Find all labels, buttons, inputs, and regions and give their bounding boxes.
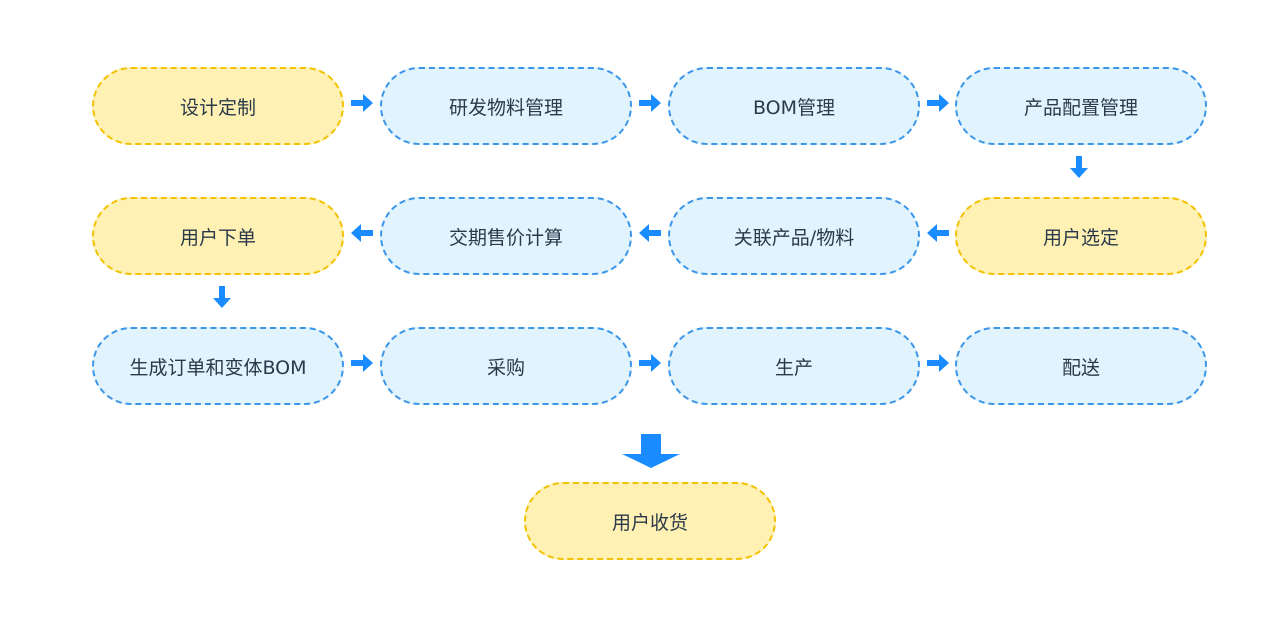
node-user-order: 用户下单 [92,197,344,275]
node-shipping: 配送 [955,327,1207,405]
node-production: 生产 [668,327,920,405]
node-receive: 用户收货 [524,482,776,560]
node-bom: BOM管理 [668,67,920,145]
node-label: BOM管理 [752,96,836,119]
node-link-product: 关联产品/物料 [668,197,920,275]
arrow-down-icon [1067,155,1091,179]
big-arrow-down-icon [622,434,680,468]
node-label: 用户收货 [611,511,688,534]
node-product-config: 产品配置管理 [955,67,1207,145]
arrow-right-icon [638,351,662,375]
node-label: 设计定制 [179,96,256,119]
node-label: 用户选定 [1042,226,1119,249]
arrow-right-icon [926,91,950,115]
arrow-right-icon [350,351,374,375]
node-label: 采购 [486,356,525,379]
arrow-left-icon [638,221,662,245]
node-label: 研发物料管理 [448,96,563,119]
arrow-left-icon [926,221,950,245]
node-label: 产品配置管理 [1023,96,1138,119]
arrow-right-icon [638,91,662,115]
node-user-select: 用户选定 [955,197,1207,275]
node-rd-material: 研发物料管理 [380,67,632,145]
node-label: 配送 [1061,356,1100,379]
node-gen-order: 生成订单和变体BOM [92,327,344,405]
node-design: 设计定制 [92,67,344,145]
node-label: 生产 [774,356,813,379]
node-purchase: 采购 [380,327,632,405]
node-label: 关联产品/物料 [733,226,855,249]
node-label: 生成订单和变体BOM [129,356,307,379]
node-label: 交期售价计算 [448,226,563,249]
node-label: 用户下单 [179,226,256,249]
arrow-down-icon [210,285,234,309]
arrow-right-icon [926,351,950,375]
node-delivery-price: 交期售价计算 [380,197,632,275]
arrow-left-icon [350,221,374,245]
arrow-right-icon [350,91,374,115]
